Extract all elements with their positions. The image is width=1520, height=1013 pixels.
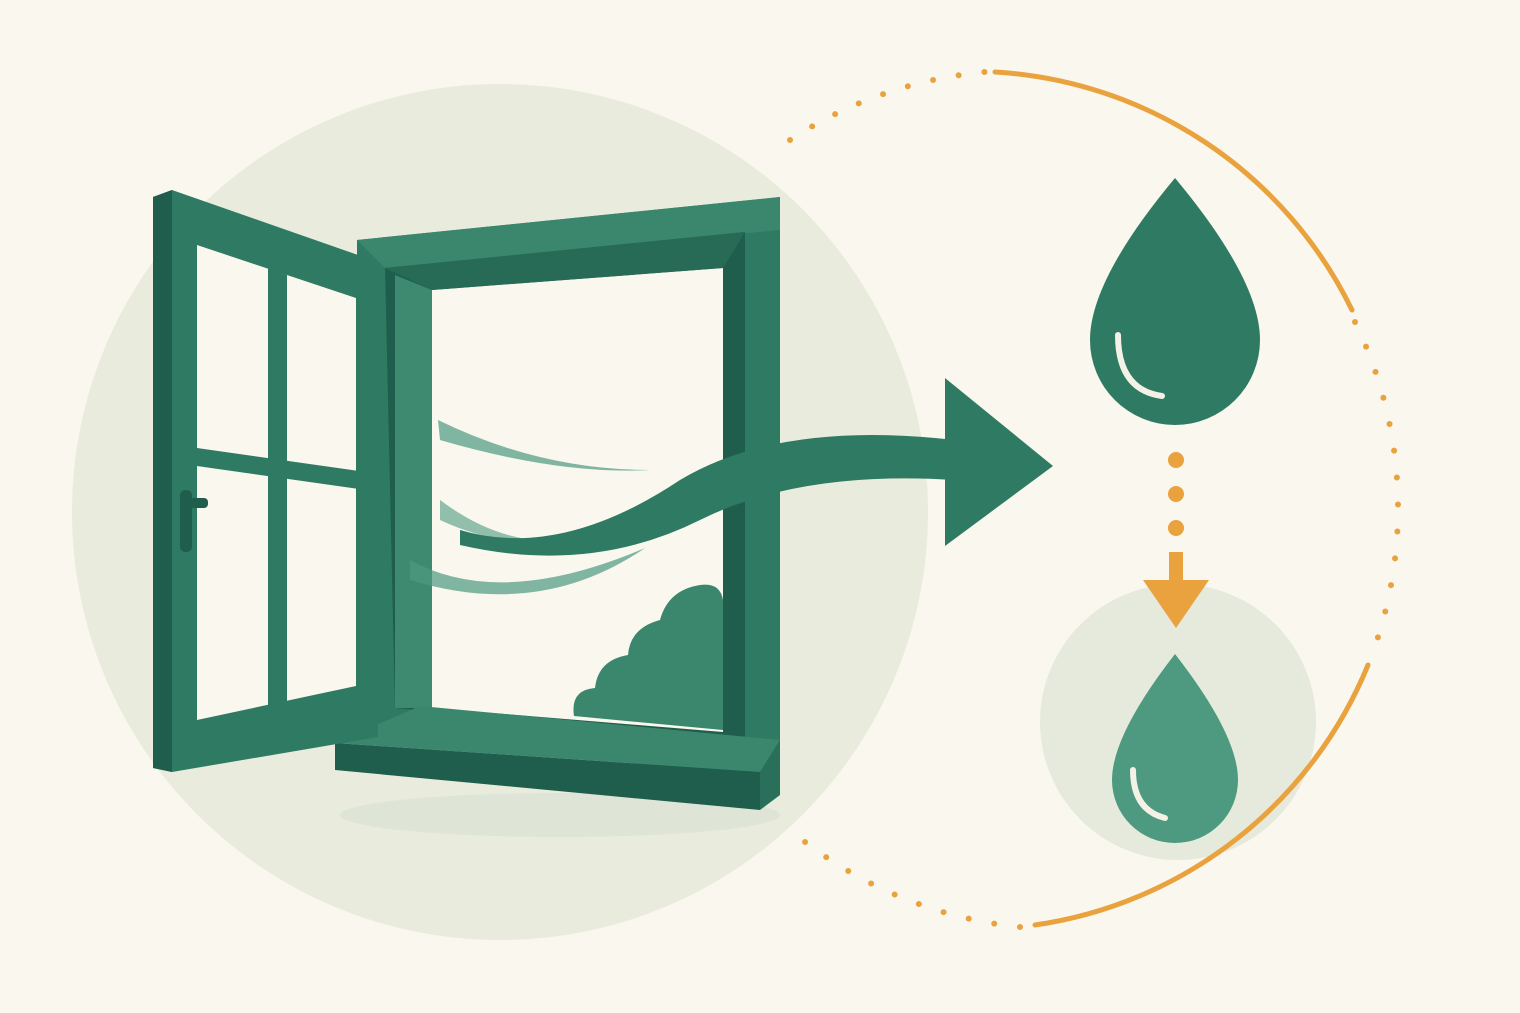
bush-icon [573,584,723,730]
connector-dot-3 [1168,520,1184,536]
window-frame-top-bevel [357,197,780,268]
connector-dot-1 [1168,452,1184,468]
window-sill-top [335,706,780,772]
ring-dotted-bottom-left [787,827,1023,930]
ring-dotted-top-left [787,69,988,143]
ring-solid-top [992,69,1355,313]
window-left-jamb [395,275,432,708]
sash-muntin-vertical [268,268,287,708]
drop-small [1112,654,1238,843]
cycle-ring [787,69,1401,930]
air-stream-bottom [410,548,645,595]
connector-dot-2 [1168,486,1184,502]
window-sill-end [760,740,780,810]
window-handle-grip [190,498,208,508]
window-head [385,232,745,290]
down-arrow-head [1143,580,1209,628]
airflow-lines-icon [410,420,650,595]
arrow-head [945,378,1053,546]
air-stream-middle [440,500,560,542]
water-drop-icon [1090,178,1260,425]
drop-large [1090,178,1260,425]
ring-solid-bottom [1032,662,1371,928]
air-stream-top [438,420,650,471]
arrow-shaft [460,435,955,556]
window-sash-edge [153,190,172,772]
curved-arrow-right-icon [460,378,1053,556]
small-water-drop-icon [1112,654,1238,843]
window-sill-front [335,743,760,810]
drop-small-highlight [1130,767,1168,821]
drop-large-highlight [1115,332,1165,399]
window-handle-icon [180,490,192,552]
ring-dotted-right [1352,319,1401,663]
arrow-down-icon [1143,452,1209,628]
sill-shadow [340,793,780,837]
sash-muntin-horizontal [197,448,366,490]
open-window-icon [153,190,780,837]
down-arrow-shaft [1169,552,1183,582]
window-opening [432,268,723,732]
